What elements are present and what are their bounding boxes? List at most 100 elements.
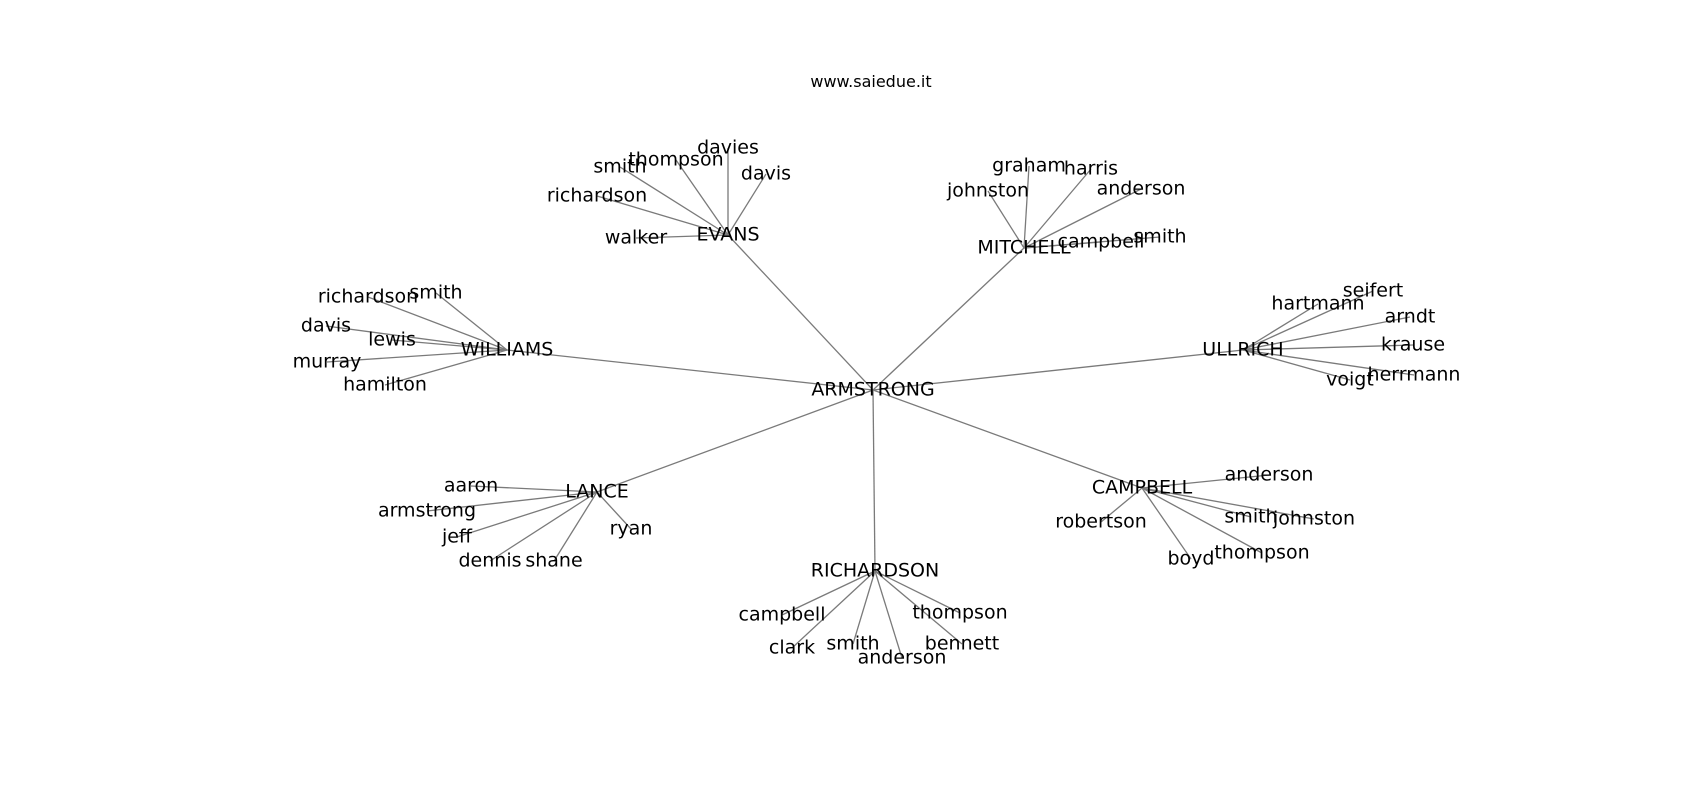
- site-caption: www.saiedue.it: [810, 72, 932, 91]
- leaf-node-label: ryan: [610, 518, 653, 540]
- leaf-node-label: anderson: [1097, 178, 1186, 200]
- leaf-node-label: campbell: [739, 604, 826, 626]
- edge-hub-to-leaf: [635, 234, 729, 239]
- leaf-node-label: boyd: [1168, 548, 1215, 570]
- leaf-node-label: smith: [593, 156, 646, 178]
- leaf-node-label: robertson: [1055, 511, 1147, 533]
- edge-hub-to-leaf: [1023, 168, 1092, 249]
- edge-hub-to-leaf: [874, 570, 903, 659]
- leaf-node-label: voigt: [1326, 369, 1374, 391]
- hub-node-label: ULLRICH: [1202, 339, 1283, 361]
- edge-hub-to-leaf: [596, 195, 729, 236]
- leaf-node-label: smith: [826, 633, 879, 655]
- leaf-node-label: davis: [741, 163, 791, 185]
- leaf-node-label: herrmann: [1368, 364, 1461, 386]
- edge-hub-to-leaf: [675, 159, 729, 236]
- leaf-node-label: smith: [409, 282, 462, 304]
- leaf-node-label: davies: [697, 137, 759, 159]
- edge-root-to-hub: [872, 389, 1143, 489]
- leaf-node-label: johnston: [946, 180, 1029, 202]
- leaf-node-label: richardson: [547, 185, 647, 207]
- leaf-node-label: shane: [525, 550, 582, 572]
- root-node-label: ARMSTRONG: [811, 379, 934, 401]
- edge-hub-to-leaf: [391, 339, 508, 351]
- edge-hub-to-leaf: [325, 325, 508, 351]
- leaf-node-label: johnston: [1272, 508, 1355, 530]
- hub-node-label: EVANS: [696, 224, 759, 246]
- leaf-node-label: krause: [1381, 334, 1445, 356]
- edge-hub-to-leaf: [791, 570, 876, 649]
- edge-hub-to-leaf: [1023, 236, 1161, 249]
- hub-node-label: MITCHELL: [977, 237, 1071, 259]
- leaf-node-label: bennett: [925, 633, 999, 655]
- edge-hub-to-leaf: [367, 296, 508, 351]
- edge-hub-to-leaf: [1242, 303, 1319, 351]
- edge-hub-to-leaf: [1242, 349, 1351, 381]
- edge-hub-to-leaf: [1242, 290, 1374, 351]
- edge-hub-to-leaf: [435, 292, 508, 351]
- edge-hub-to-leaf: [384, 349, 508, 386]
- edge-layer: [325, 148, 1415, 659]
- leaf-node-label: walker: [605, 227, 667, 249]
- edge-hub-to-leaf: [852, 570, 876, 645]
- hub-node-label: WILLIAMS: [461, 339, 554, 361]
- edge-hub-to-leaf: [1141, 487, 1263, 554]
- leaf-node-label: armstrong: [378, 500, 476, 522]
- leaf-node-label: richardson: [318, 286, 418, 308]
- edge-hub-to-leaf: [1242, 344, 1414, 351]
- edge-root-to-hub: [596, 389, 874, 493]
- edge-hub-to-leaf: [1141, 487, 1315, 520]
- edge-hub-to-leaf: [326, 349, 508, 363]
- leaf-node-label: arndt: [1385, 306, 1436, 328]
- leaf-node-label: harris: [1064, 158, 1118, 180]
- leaf-node-label: smith: [1224, 506, 1277, 528]
- edge-hub-to-leaf: [489, 491, 598, 562]
- leaf-node-label: seifert: [1343, 280, 1404, 302]
- edge-hub-to-leaf: [1141, 487, 1252, 518]
- edge-hub-to-leaf: [1141, 487, 1192, 560]
- leaf-node-label: campbell: [1058, 231, 1145, 253]
- edge-hub-to-leaf: [727, 173, 767, 236]
- edge-root-to-hub: [506, 349, 874, 391]
- edge-hub-to-leaf: [619, 166, 729, 236]
- edge-hub-to-leaf: [1141, 474, 1270, 489]
- leaf-node-label: thompson: [1214, 542, 1309, 564]
- leaf-node-label: aaron: [444, 475, 498, 497]
- leaf-node-label: thompson: [912, 602, 1007, 624]
- leaf-node-label: anderson: [1225, 464, 1314, 486]
- edge-hub-to-leaf: [1023, 165, 1030, 249]
- leaf-node-label: smith: [1133, 226, 1186, 248]
- edge-root-to-hub: [872, 247, 1025, 391]
- edge-hub-to-leaf: [1100, 487, 1143, 523]
- leaf-node-label: anderson: [858, 647, 947, 669]
- leaf-node-label: hamilton: [343, 374, 427, 396]
- leaf-node-label: clark: [769, 637, 815, 659]
- hub-node-label: LANCE: [565, 481, 629, 503]
- edge-root-to-hub: [727, 234, 874, 391]
- hub-node-label: RICHARDSON: [811, 560, 939, 582]
- edge-hub-to-leaf: [1023, 188, 1142, 249]
- leaf-node-label: dennis: [458, 550, 521, 572]
- leaf-node-label: lewis: [368, 329, 416, 351]
- leaf-node-label: davis: [301, 315, 351, 337]
- leaf-node-label: thompson: [628, 149, 723, 171]
- edge-hub-to-leaf: [470, 485, 598, 493]
- edge-hub-to-leaf: [456, 491, 598, 538]
- edge-hub-to-leaf: [1242, 316, 1411, 351]
- edge-hub-to-leaf: [781, 570, 876, 616]
- leaf-node-label: murray: [293, 351, 362, 373]
- edge-root-to-hub: [872, 389, 876, 572]
- edge-root-to-hub: [872, 349, 1244, 391]
- edge-hub-to-leaf: [553, 491, 598, 562]
- leaf-node-label: graham: [992, 155, 1066, 177]
- leaf-node-label: hartmann: [1271, 293, 1364, 315]
- edge-hub-to-leaf: [874, 570, 963, 645]
- edge-hub-to-leaf: [426, 491, 598, 512]
- edge-hub-to-leaf: [596, 491, 632, 530]
- edge-hub-to-leaf: [1242, 349, 1415, 376]
- edge-hub-to-leaf: [987, 190, 1025, 249]
- leaf-node-label: jeff: [441, 526, 473, 548]
